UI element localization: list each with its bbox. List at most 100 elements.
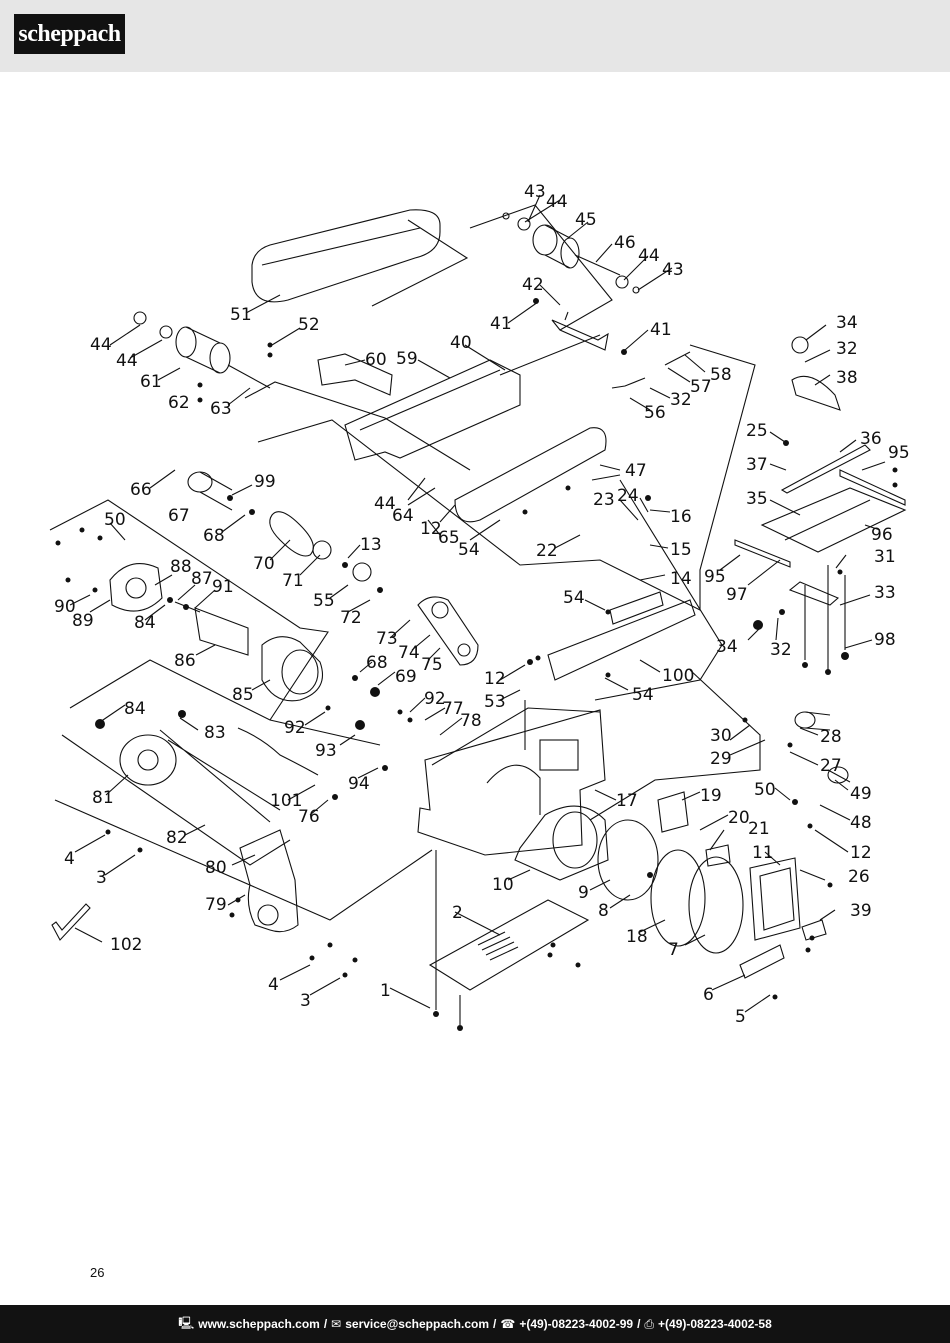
callout-43-drum: 43 — [662, 260, 684, 280]
callout-99: 99 — [254, 472, 276, 492]
callout-96: 96 — [871, 525, 893, 545]
callout-70: 70 — [253, 554, 275, 574]
callout-44-left-b: 44 — [116, 351, 138, 371]
callout-62: 62 — [168, 393, 190, 413]
callout-85: 85 — [232, 685, 254, 705]
callout-44-left-a: 44 — [90, 335, 112, 355]
callout-81: 81 — [92, 788, 114, 808]
callout-65: 65 — [438, 528, 460, 548]
callout-34-lower: 34 — [716, 637, 738, 657]
callout-35: 35 — [746, 489, 768, 509]
callout-89: 89 — [72, 611, 94, 631]
callout-84-upper: 84 — [134, 613, 156, 633]
callout-40: 40 — [450, 333, 472, 353]
callout-50-upper: 50 — [104, 510, 126, 530]
footer-email-link[interactable]: service@scheppach.com — [345, 1317, 490, 1331]
computer-icon: 🖳 — [178, 1315, 195, 1330]
callout-87: 87 — [191, 569, 213, 589]
callout-44-upper: 44 — [546, 192, 568, 212]
callout-50-lower: 50 — [754, 780, 776, 800]
phone-icon: ☎ — [500, 1317, 516, 1331]
callout-45: 45 — [575, 210, 597, 230]
callout-24: 24 — [617, 486, 639, 506]
callout-12-arm: 12 — [420, 519, 442, 539]
callout-64: 64 — [392, 506, 414, 526]
callout-77: 77 — [442, 699, 464, 719]
callout-28: 28 — [820, 727, 842, 747]
callout-92-right: 92 — [424, 689, 446, 709]
callout-75: 75 — [421, 655, 443, 675]
callout-30: 30 — [710, 726, 732, 746]
callout-102: 102 — [110, 935, 142, 955]
callout-100: 100 — [662, 666, 694, 686]
callout-32-top: 32 — [836, 339, 858, 359]
callout-12-lower: 12 — [850, 843, 872, 863]
callout-27: 27 — [820, 756, 842, 776]
callout-63: 63 — [210, 399, 232, 419]
callout-22: 22 — [536, 541, 558, 561]
callout-93: 93 — [315, 741, 337, 761]
footer-bar: 🖳 www.scheppach.com / ✉ service@scheppac… — [0, 1305, 950, 1343]
callout-10: 10 — [492, 875, 514, 895]
footer-phone: +(49)-08223-4002-99 — [519, 1317, 634, 1331]
callout-44-drum: 44 — [638, 246, 660, 266]
callout-18: 18 — [626, 927, 648, 947]
callout-32-lower: 32 — [770, 640, 792, 660]
callout-20: 20 — [728, 808, 750, 828]
callout-79: 79 — [205, 895, 227, 915]
callout-71: 71 — [282, 571, 304, 591]
callout-38: 38 — [836, 368, 858, 388]
callout-17: 17 — [616, 791, 638, 811]
callout-95-top: 95 — [888, 443, 910, 463]
callout-42: 42 — [522, 275, 544, 295]
callout-98: 98 — [874, 630, 896, 650]
callout-97: 97 — [726, 585, 748, 605]
callout-12-mid: 12 — [484, 669, 506, 689]
callout-83: 83 — [204, 723, 226, 743]
callout-88: 88 — [170, 557, 192, 577]
callout-9: 9 — [578, 883, 589, 903]
callout-15: 15 — [670, 540, 692, 560]
callout-25: 25 — [746, 421, 768, 441]
callout-32-knob: 32 — [670, 390, 692, 410]
callout-90: 90 — [54, 597, 76, 617]
callout-54-arm: 54 — [458, 540, 480, 560]
callout-53: 53 — [484, 692, 506, 712]
callout-69: 69 — [395, 667, 417, 687]
callout-92-left: 92 — [284, 718, 306, 738]
callout-86: 86 — [174, 651, 196, 671]
footer-website-link[interactable]: www.scheppach.com — [198, 1317, 320, 1331]
header-bar: scheppach — [0, 0, 950, 72]
callout-49: 49 — [850, 784, 872, 804]
callout-72: 72 — [340, 608, 362, 628]
callout-74: 74 — [398, 643, 420, 663]
callout-48: 48 — [850, 813, 872, 833]
brand-logo: scheppach — [14, 14, 125, 54]
callout-61: 61 — [140, 372, 162, 392]
callout-8: 8 — [598, 901, 609, 921]
footer-separator: / — [637, 1317, 641, 1331]
exploded-parts-diagram: 43 44 45 46 44 43 42 41 41 40 51 52 60 5… — [49, 182, 910, 1031]
callout-31: 31 — [874, 547, 896, 567]
callout-68-lower: 68 — [366, 653, 388, 673]
callout-54-lower: 54 — [632, 685, 654, 705]
callout-66: 66 — [130, 480, 152, 500]
callout-21: 21 — [748, 819, 770, 839]
callout-41-right: 41 — [650, 320, 672, 340]
callout-19: 19 — [700, 786, 722, 806]
callout-3-left: 3 — [96, 868, 107, 888]
page-number: 26 — [90, 1265, 105, 1280]
callout-60: 60 — [365, 350, 387, 370]
callout-56: 56 — [644, 403, 666, 423]
callout-2: 2 — [452, 903, 463, 923]
callout-94: 94 — [348, 774, 370, 794]
callout-36: 36 — [860, 429, 882, 449]
callout-84-lower: 84 — [124, 699, 146, 719]
callout-23: 23 — [593, 490, 615, 510]
callout-55: 55 — [313, 591, 335, 611]
callout-34-top: 34 — [836, 313, 858, 333]
callout-29: 29 — [710, 749, 732, 769]
callout-41-left: 41 — [490, 314, 512, 334]
callout-46: 46 — [614, 233, 636, 253]
fax-icon: ⎙ — [644, 1316, 655, 1331]
